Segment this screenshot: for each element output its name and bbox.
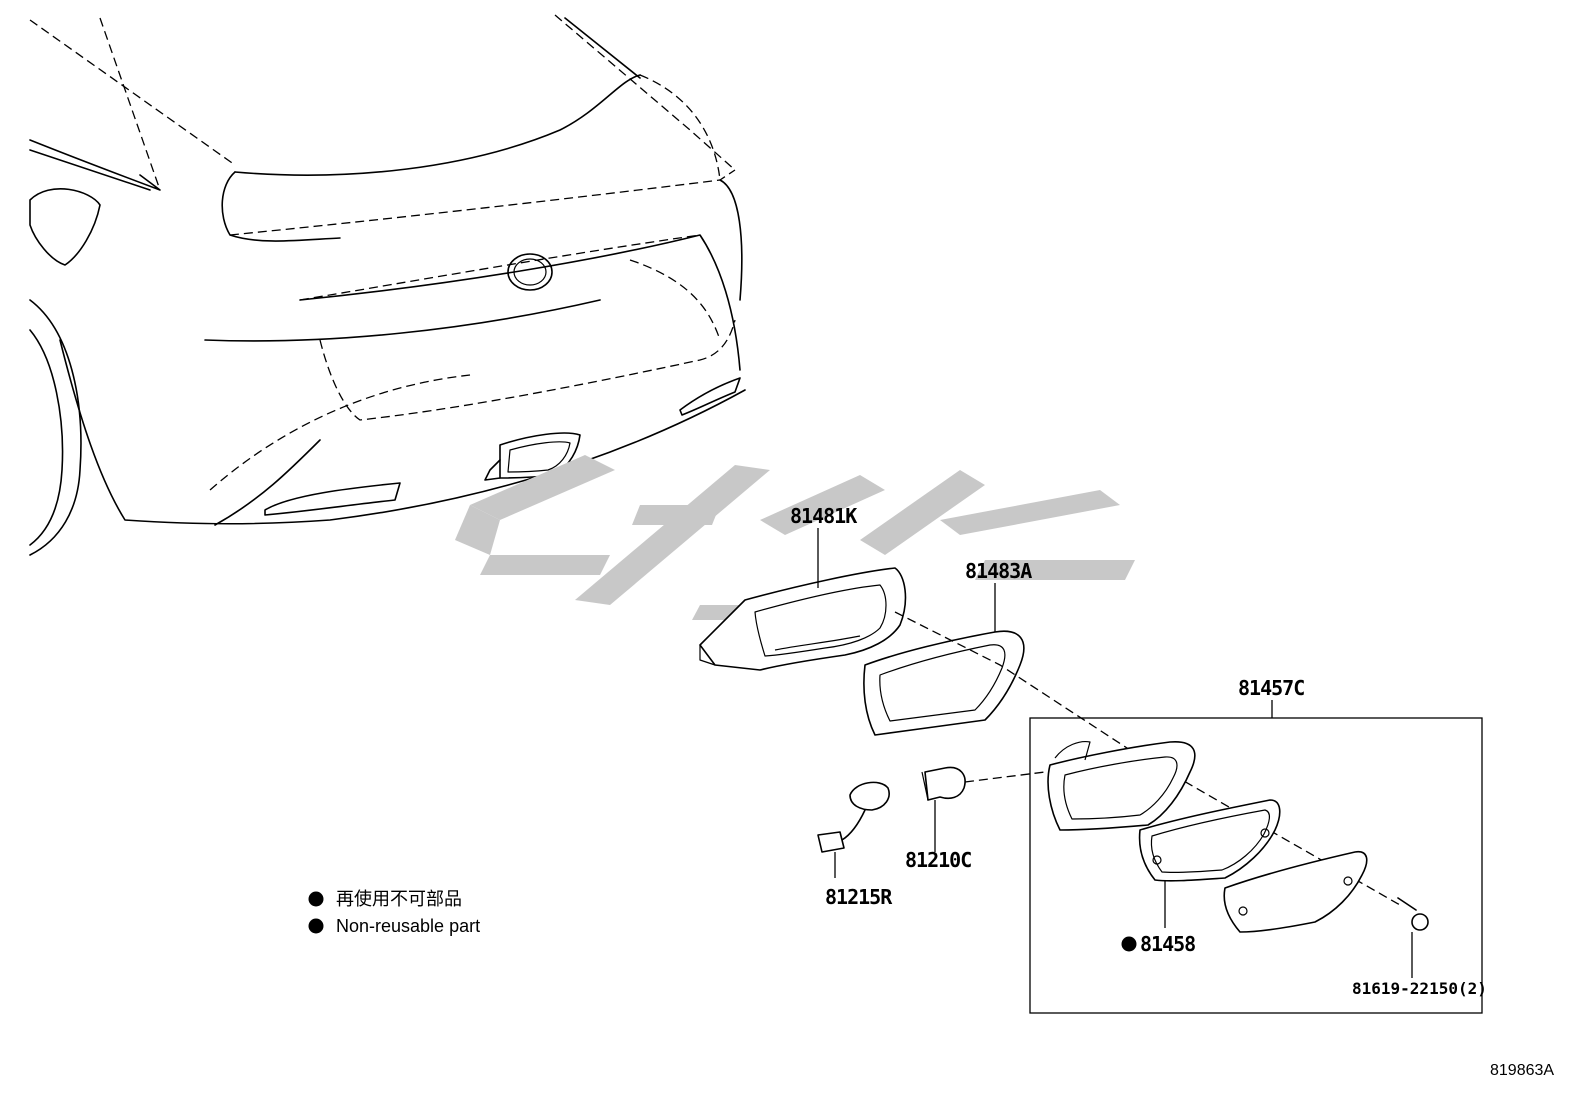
- trunk-left: [221, 171, 341, 242]
- bumper-left-edge: [214, 439, 321, 526]
- label-bulb: 81210C: [905, 848, 971, 872]
- part-gasket: [863, 630, 1025, 736]
- fascia-crease: [204, 299, 601, 342]
- roof-line-left: [29, 19, 236, 166]
- lens-gasket-outer: [1138, 799, 1281, 882]
- housing-inner: [1063, 756, 1178, 820]
- watermark-stroke-6: [760, 475, 885, 535]
- screw-head: [1411, 913, 1429, 931]
- fascia-top: [299, 234, 741, 371]
- legend-bullet-en: [308, 918, 324, 934]
- screw-shank: [1397, 897, 1417, 911]
- wire-connector: [817, 831, 845, 853]
- bulb-glass: [924, 766, 966, 801]
- roof-line-right: [554, 14, 736, 171]
- watermark-stroke-5: [632, 505, 720, 525]
- part-socket-wire: [817, 781, 890, 878]
- part-lamp-housing: [1047, 740, 1196, 831]
- emblem: [507, 253, 553, 291]
- bulb-base: [921, 771, 929, 801]
- license-recess: [319, 319, 736, 421]
- watermark-stroke-2: [455, 505, 500, 555]
- side-window-bottom: [29, 139, 161, 191]
- watermark-stroke-9: [975, 560, 1135, 580]
- bumper-bottom: [59, 339, 746, 525]
- diagram-ref: 819863A: [1490, 1062, 1554, 1079]
- lens-gasket-inner: [1150, 809, 1270, 873]
- lens-hole-right: [1343, 876, 1353, 886]
- wheel-arch-inner: [29, 329, 64, 546]
- installed-lamp-inner: [507, 441, 571, 473]
- reflector-left: [264, 482, 401, 516]
- reflector-right: [679, 377, 741, 416]
- bezel-outer: [699, 567, 907, 671]
- legend-english: Non-reusable part: [336, 916, 480, 936]
- trunk-lip: [229, 169, 736, 236]
- socket-body: [849, 781, 890, 811]
- installed-lamp-tab: [484, 459, 501, 481]
- legend-japanese: 再使用不可部品: [336, 889, 462, 909]
- trunk-right-curve: [639, 74, 721, 181]
- watermark-stroke-8: [940, 490, 1120, 535]
- body-right-edge: [719, 179, 743, 301]
- lens-hole-left: [1238, 906, 1248, 916]
- part-screw: [1397, 897, 1429, 978]
- part-lens: [1223, 850, 1368, 933]
- lens-outer: [1223, 850, 1368, 933]
- watermark-logo: [455, 455, 1135, 620]
- label-lens-gasket: 81458: [1140, 932, 1195, 956]
- legend: 再使用不可部品 Non-reusable part: [308, 889, 480, 936]
- part-bulb: [921, 766, 966, 852]
- assembly-box: [1029, 717, 1483, 1014]
- watermark-stroke-1: [470, 455, 615, 520]
- label-screw: 81619-22150(2): [1352, 979, 1487, 998]
- lens-gasket-hole-right: [1260, 828, 1270, 838]
- bumper-crease: [209, 374, 471, 491]
- gasket-outer: [863, 630, 1025, 736]
- socket-wire: [841, 809, 866, 841]
- watermark-stroke-4: [575, 465, 770, 605]
- explode-line-bulb: [964, 771, 1046, 783]
- roof-edge-right: [564, 17, 641, 79]
- emblem-inner: [513, 258, 547, 286]
- label-socket-wire: 81215R: [825, 885, 893, 909]
- lens-gasket-hole-left: [1152, 855, 1162, 865]
- label-gasket: 81483A: [965, 559, 1032, 583]
- fascia-upper-dash: [299, 234, 701, 301]
- gasket-inner: [879, 644, 1006, 722]
- pillar-line: [99, 17, 161, 191]
- watermark-stroke-3: [480, 555, 610, 575]
- label-bezel: 81481K: [790, 504, 857, 528]
- wheel-arch-outer: [29, 299, 82, 556]
- part-lens-gasket: [1138, 799, 1281, 882]
- trunk-top: [234, 74, 641, 176]
- side-window-sill: [29, 149, 151, 191]
- watermark-stroke-7: [860, 470, 985, 555]
- recess-right: [629, 259, 721, 341]
- side-panel-shape: [29, 188, 101, 266]
- car-rear-body: [29, 14, 746, 556]
- part-bezel: [699, 567, 907, 671]
- legend-bullet-jp: [308, 891, 324, 907]
- label-lamp-assy: 81457C: [1238, 676, 1304, 700]
- bezel-tab: [699, 645, 716, 666]
- bezel-inner: [754, 584, 887, 657]
- housing-outer: [1047, 741, 1196, 831]
- non-reusable-marker: [1121, 936, 1137, 952]
- housing-socket: [1054, 740, 1091, 761]
- bezel-rib: [774, 635, 861, 651]
